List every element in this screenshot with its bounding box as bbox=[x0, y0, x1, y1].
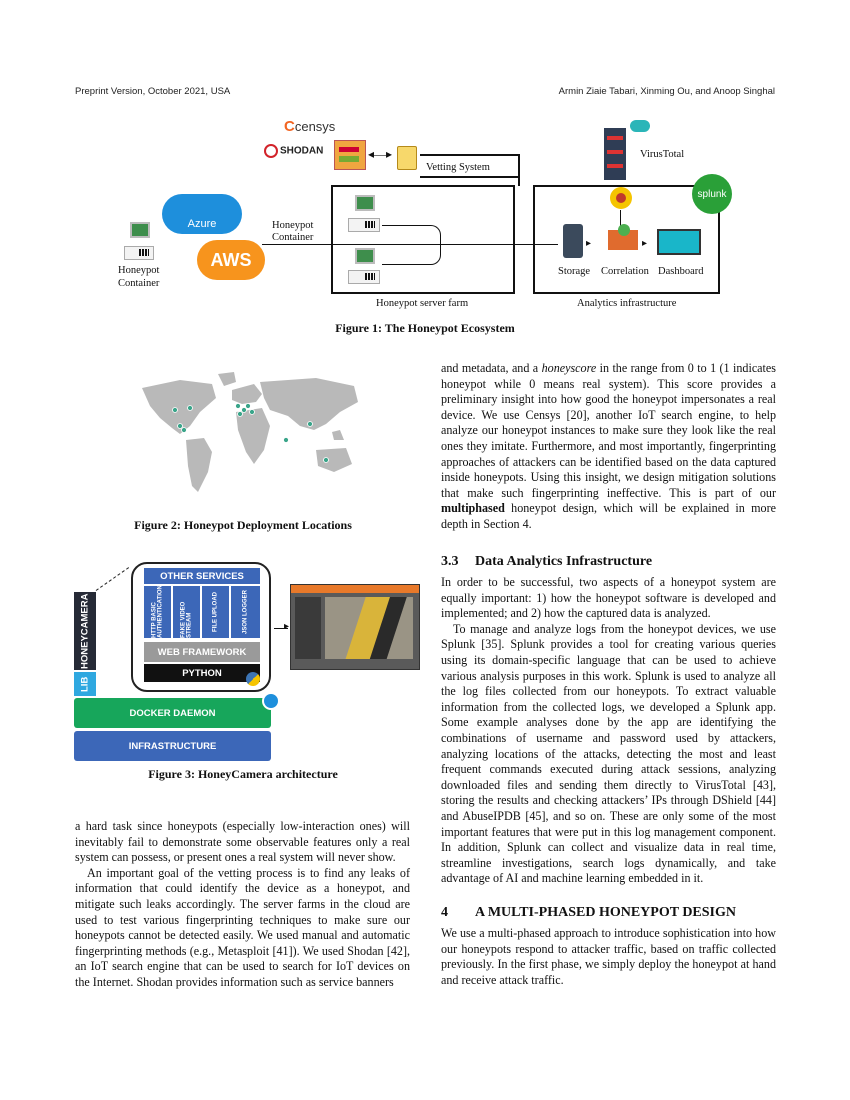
virustotal-server-icon bbox=[604, 128, 626, 180]
running-header-left: Preprint Version, October 2021, USA bbox=[75, 86, 231, 97]
service-http-auth: HTTP BASIC AUTHENTICATION bbox=[144, 586, 171, 638]
paragraph: a hard task since honeypots (especially … bbox=[75, 819, 410, 865]
connection-line bbox=[262, 244, 558, 245]
bug-icon bbox=[610, 187, 632, 209]
scanner-icon bbox=[334, 140, 366, 170]
dashboard-label: Dashboard bbox=[658, 266, 704, 277]
dashboard-icon bbox=[657, 229, 701, 255]
paragraph: An important goal of the vetting process… bbox=[75, 865, 410, 989]
web-framework-block: WEB FRAMEWORK bbox=[144, 642, 260, 662]
cloud-icon bbox=[630, 120, 650, 132]
right-column-text-mid: In order to be successful, two aspects o… bbox=[441, 575, 776, 887]
other-services-block: OTHER SERVICES bbox=[144, 568, 260, 584]
paragraph: We use a multi-phased approach to introd… bbox=[441, 926, 776, 987]
honeypot-computer-icon bbox=[130, 222, 150, 238]
docker-logo-icon bbox=[262, 692, 280, 710]
service-json-logger: JSON LOGGER bbox=[231, 586, 260, 638]
figure-3-caption: Figure 3: HoneyCamera architecture bbox=[148, 767, 338, 781]
double-arrow-icon: ◂―▸ bbox=[368, 147, 393, 161]
honeycamera-block: HONEYCAMERA bbox=[74, 592, 96, 670]
storage-label: Storage bbox=[558, 266, 591, 277]
figure-1-caption: Figure 1: The Honeypot Ecosystem bbox=[335, 321, 515, 335]
paragraph: To manage and analyze logs from the hone… bbox=[441, 621, 776, 886]
figure-1: Ccensys SHODAN ◂―▸ Vetting System VirusT… bbox=[0, 0, 850, 340]
right-column-text-top: and metadata, and a honeyscore in the ra… bbox=[441, 361, 776, 533]
paragraph: In order to be successful, two aspects o… bbox=[441, 575, 776, 621]
correlation-label: Correlation bbox=[601, 266, 649, 277]
lib-block: LIB bbox=[74, 672, 96, 696]
honeypot-server-farm-box bbox=[331, 185, 515, 294]
right-column-text-bottom: We use a multi-phased approach to introd… bbox=[441, 926, 776, 988]
server-farm-label: Honeypot server farm bbox=[376, 298, 469, 309]
aws-cloud-logo: AWS bbox=[197, 240, 265, 280]
vetting-system-label: Vetting System bbox=[426, 162, 490, 173]
world-map-graphic bbox=[142, 372, 358, 492]
honeycamera-architecture: OTHER SERVICES HTTP BASIC AUTHENTICATION… bbox=[74, 560, 434, 765]
censys-logo: Ccensys bbox=[284, 118, 336, 135]
shodan-logo: SHODAN bbox=[264, 144, 323, 158]
analytics-label: Analytics infrastructure bbox=[577, 298, 677, 309]
honeycamera-container bbox=[131, 562, 271, 692]
splunk-logo: splunk bbox=[692, 174, 732, 214]
honeypot-container-label: Honeypot bbox=[118, 265, 160, 276]
service-file-upload: FILE UPLOAD bbox=[202, 586, 229, 638]
infrastructure-block: INFRASTRUCTURE bbox=[74, 731, 271, 761]
clipboard-icon bbox=[397, 146, 417, 170]
python-block: PYTHON bbox=[144, 664, 260, 682]
camera-ui-screenshot bbox=[290, 584, 420, 670]
analytics-infrastructure-box bbox=[533, 185, 720, 294]
python-logo-icon bbox=[246, 672, 260, 686]
arrow-icon: ▸ bbox=[284, 621, 290, 632]
docker-daemon-block: DOCKER DAEMON bbox=[74, 698, 271, 728]
left-column-text: a hard task since honeypots (especially … bbox=[75, 819, 410, 991]
paragraph: and metadata, and a honeyscore in the ra… bbox=[441, 361, 776, 531]
virustotal-label: VirusTotal bbox=[640, 149, 685, 160]
running-header-right: Armin Ziaie Tabari, Xinming Ou, and Anoo… bbox=[558, 86, 775, 97]
storage-icon bbox=[563, 224, 583, 258]
azure-cloud-logo: Azure bbox=[162, 194, 242, 234]
service-fake-video: FAKE VIDEO STREAM bbox=[173, 586, 200, 638]
correlation-icon bbox=[608, 224, 638, 250]
figure-2-caption: Figure 2: Honeypot Deployment Locations bbox=[134, 518, 352, 532]
world-map bbox=[120, 368, 378, 500]
